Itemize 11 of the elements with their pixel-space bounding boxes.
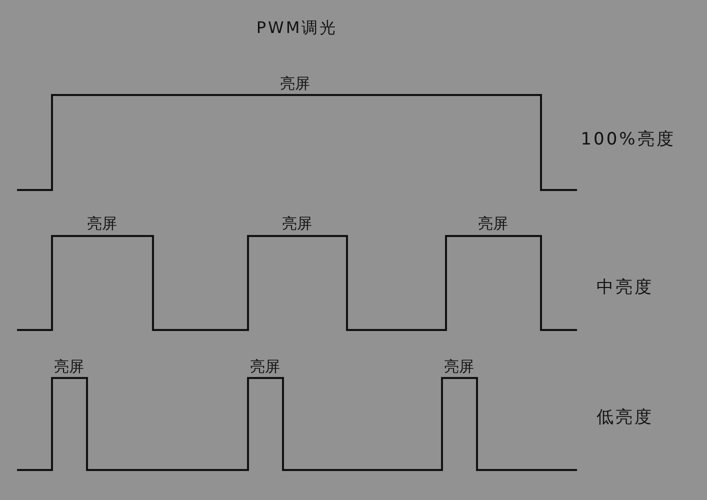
pulse-label: 亮屏 bbox=[478, 216, 508, 232]
pulse-label: 亮屏 bbox=[280, 76, 310, 92]
pulse-label: 亮屏 bbox=[282, 216, 312, 232]
level-label: 中亮度 bbox=[596, 280, 654, 296]
pulse-label: 亮屏 bbox=[87, 216, 117, 232]
pulse-label: 亮屏 bbox=[250, 360, 280, 374]
level-label: 低亮度 bbox=[596, 410, 654, 426]
diagram-title: PWM调光 bbox=[256, 20, 338, 36]
pulse-label: 亮屏 bbox=[54, 360, 84, 374]
pulse-label: 亮屏 bbox=[444, 360, 474, 374]
level-label: 100%亮度 bbox=[580, 132, 676, 148]
